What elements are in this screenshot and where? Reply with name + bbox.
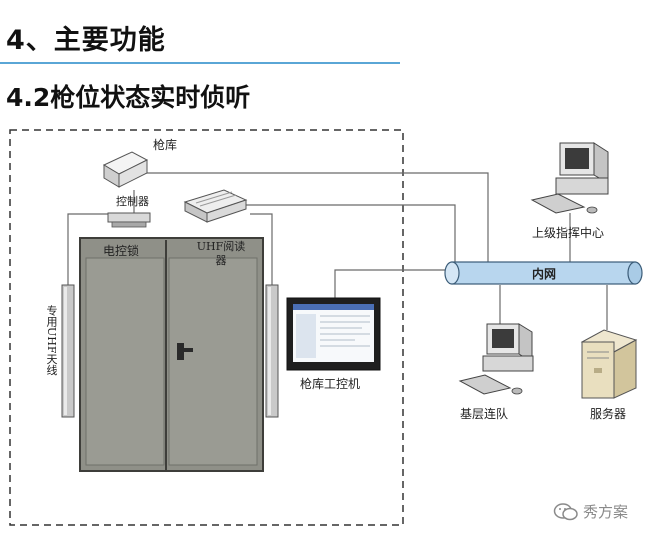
server-tower (580, 329, 638, 399)
section-subtitle: 4.2枪位状态实时侦听 (6, 83, 251, 112)
watermark-text: 秀方案 (582, 503, 628, 521)
uhf-antenna-right (265, 284, 279, 418)
armory-boundary (9, 129, 404, 526)
uhf-antenna-left (61, 284, 75, 418)
armory-pc-monitor (286, 297, 381, 371)
uhf-reader-device (183, 189, 248, 223)
title-divider (0, 62, 400, 64)
watermark: 秀方案 (553, 501, 628, 522)
electric-lock-label: 电控锁 (103, 244, 140, 258)
armory-door (79, 237, 264, 472)
controller-device (102, 151, 149, 188)
electric-lock-device (107, 212, 151, 228)
page-title: 4、主要功能 (6, 25, 166, 56)
intranet-bus (444, 261, 643, 285)
command-center-label: 上级指挥中心 (532, 226, 605, 240)
wechat-icon (553, 502, 578, 520)
armory-label: 枪库 (153, 138, 178, 152)
intranet-label: 内网 (532, 267, 557, 281)
command-center-computer (530, 142, 609, 214)
uhf-antenna-label: 专用UHF天线 (45, 305, 58, 376)
controller-label: 控制器 (116, 195, 149, 208)
uhf-reader-label: UHF阅读器 (196, 240, 246, 267)
server-label: 服务器 (590, 407, 627, 421)
base-unit-label: 基层连队 (460, 407, 509, 421)
armory-pc-label: 枪库工控机 (300, 377, 361, 391)
base-unit-computer (458, 323, 534, 395)
